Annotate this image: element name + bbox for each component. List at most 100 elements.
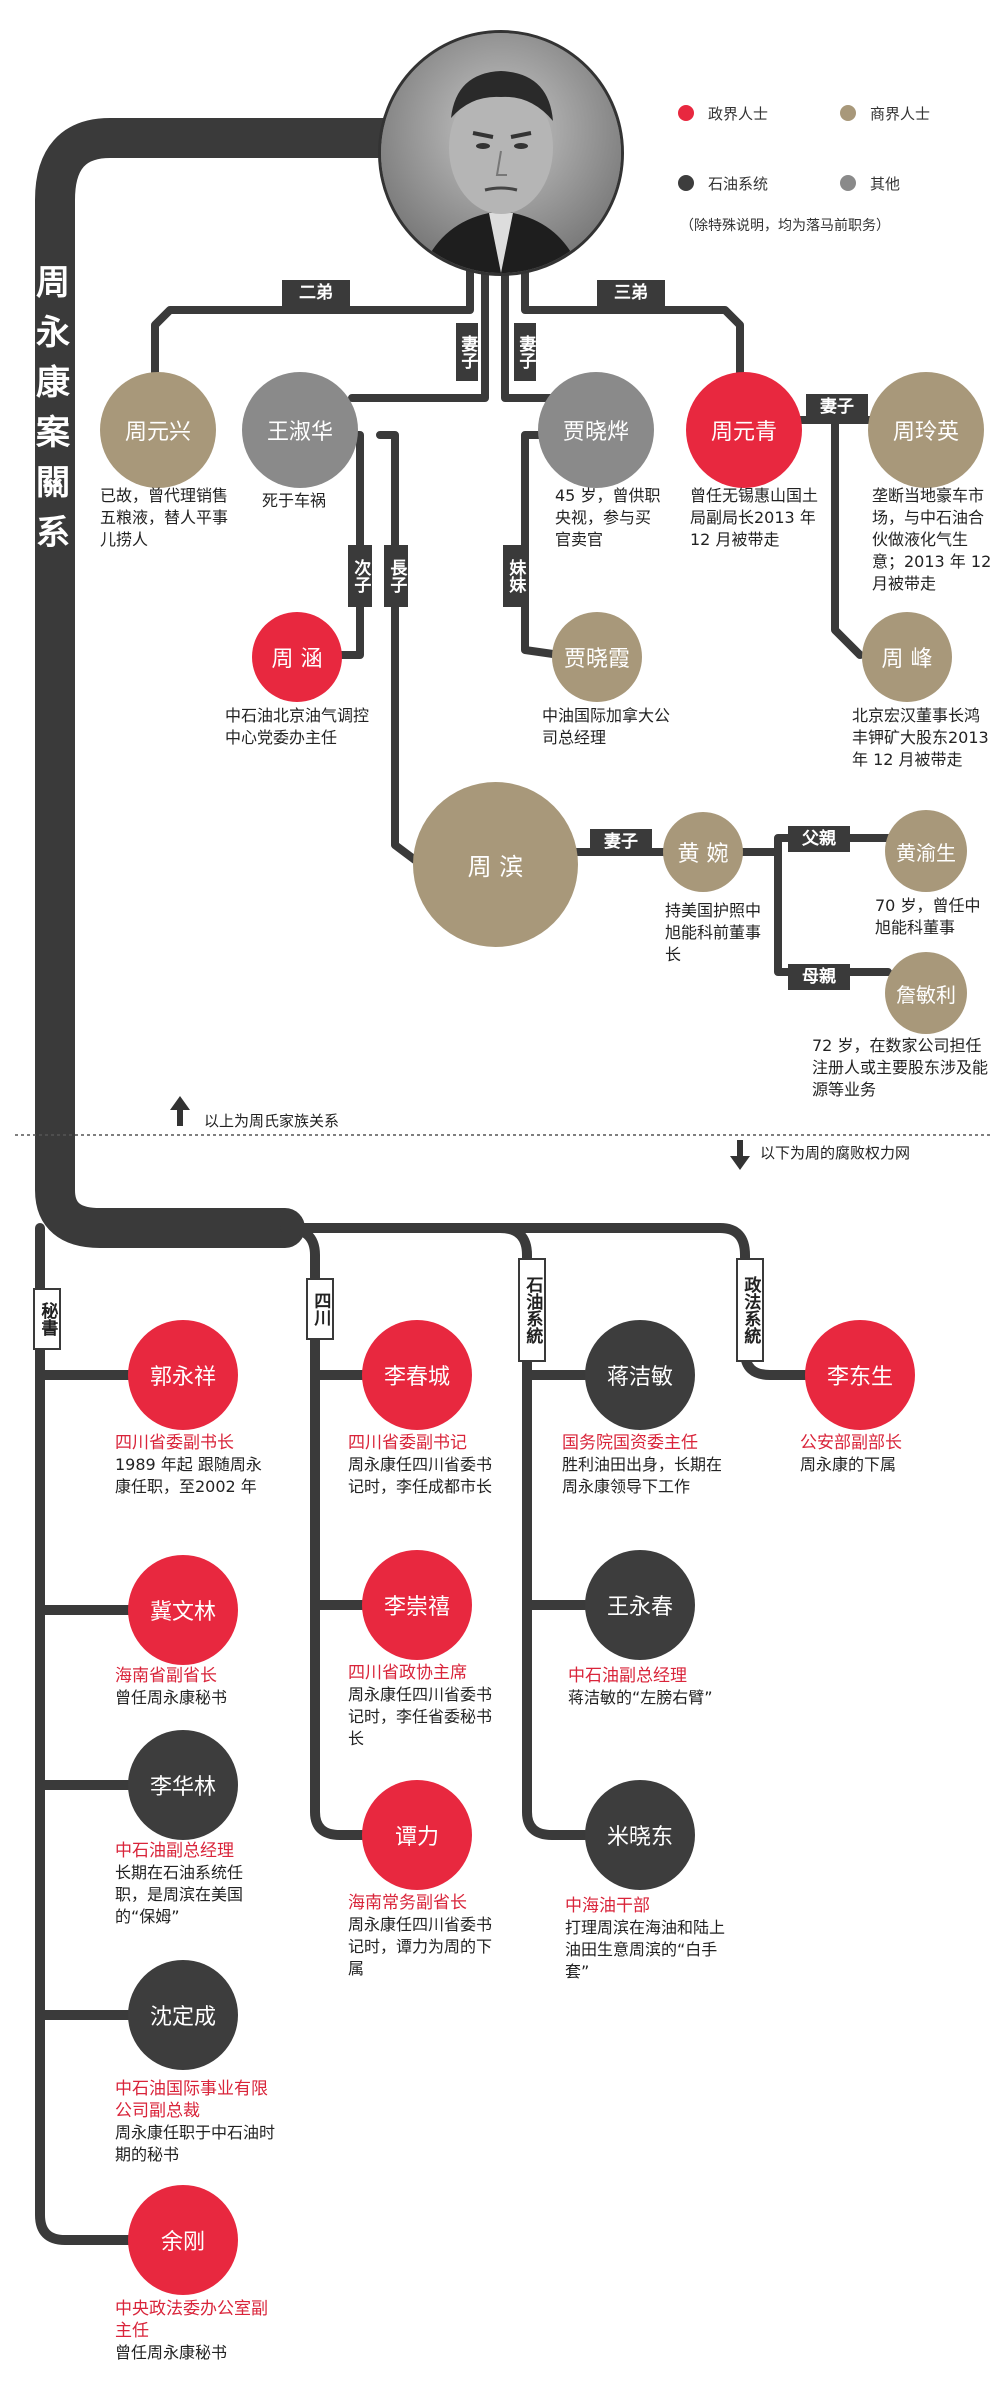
arrow-up-icon <box>170 1096 190 1126</box>
legend-dot-business <box>840 105 856 121</box>
desc-zhou-lingying: 垄断当地豪车市场，与中石油合伙做液化气生意；2013 年 12月被带走 <box>872 486 992 593</box>
zhou-feng-line <box>831 416 864 659</box>
title-char-5: 關 <box>36 463 70 503</box>
node-wang-shuhua: 王淑华 <box>242 372 358 488</box>
text-wang-yongchun: 蒋洁敏的“左膀右臂” <box>568 1688 713 1707</box>
text-yu-gang: 曾任周永康秘书 <box>115 2343 228 2362</box>
node-zhou-feng: 周 峰 <box>862 612 952 702</box>
divider-above-label: 以上为周氏家族关系 <box>204 1112 340 1130</box>
desc-mi-xiaodong: 中海油干部 打理周滨在海油和陆上油田生意周滨的“白手套” <box>565 1895 730 1983</box>
tag-secretary: 秘書 <box>33 1288 61 1350</box>
desc-zhou-yuanxing: 已故，曾代理销售五粮液，替人平事儿捞人 <box>100 486 229 549</box>
desc-jiang-jiemin: 国务院国资委主任 胜利油田出身，长期在周永康领导下工作 <box>562 1432 727 1498</box>
tag-father: 父親 <box>788 826 850 852</box>
role-li-chongxi: 四川省政协主席 <box>348 1663 467 1683</box>
brother2-line <box>151 261 474 376</box>
legend-label-other: 其他 <box>870 175 901 193</box>
desc-huang-yusheng: 70 岁，曾任中旭能科董事 <box>875 896 981 937</box>
role-wang-yongchun: 中石油副总经理 <box>568 1666 687 1686</box>
legend-dot-other <box>840 175 856 191</box>
text-tan-li: 周永康任四川省委书记时，谭力为周的下属 <box>348 1915 493 1978</box>
tag-second-son: 次子 <box>348 545 372 607</box>
text-mi-xiaodong: 打理周滨在海油和陆上油田生意周滨的“白手套” <box>565 1918 726 1981</box>
brother3-line <box>521 261 744 376</box>
desc-zhou-han: 中石油北京油气调控中心党委办主任 <box>225 706 370 747</box>
node-zhou-yuanqing: 周元青 <box>686 372 802 488</box>
desc-shen-dingcheng: 中石油国际事业有限公司副总裁 周永康任职于中石油时期的秘书 <box>115 2078 275 2166</box>
legend-label-politics: 政界人士 <box>708 105 769 123</box>
tag-law-system: 政法系統 <box>736 1258 764 1362</box>
desc-zhou-yuanqing: 曾任无锡惠山国土局副局长2013 年 12 月被带走 <box>690 486 819 549</box>
text-shen-dingcheng: 周永康任职于中石油时期的秘书 <box>115 2123 276 2164</box>
desc-tan-li: 海南常务副省长 周永康任四川省委书记时，谭力为周的下属 <box>348 1892 498 1980</box>
node-shen-dingcheng: 沈定成 <box>128 1960 238 2070</box>
node-li-chongxi: 李崇禧 <box>362 1550 472 1660</box>
title-char-1: 周 <box>36 263 70 303</box>
legend-dot-politics <box>678 105 694 121</box>
node-jiang-jiemin: 蒋洁敏 <box>585 1320 695 1430</box>
node-zhou-lingying: 周玲英 <box>868 372 984 488</box>
desc-jia-xiaoxia: 中油国际加拿大公司总经理 <box>542 706 671 747</box>
node-wang-yongchun: 王永春 <box>585 1550 695 1660</box>
role-tan-li: 海南常务副省长 <box>348 1893 467 1913</box>
role-li-dongsheng: 公安部副部长 <box>800 1433 902 1453</box>
title-char-6: 系 <box>36 513 70 553</box>
node-yu-gang: 余刚 <box>128 2185 238 2295</box>
role-guo-yongxiang: 四川省委副书长 <box>115 1433 234 1453</box>
tag-oil-system: 石油系統 <box>518 1258 546 1362</box>
arrow-down-icon <box>730 1140 750 1170</box>
node-zhou-yuanxing: 周元兴 <box>100 372 216 488</box>
tag-wife-1: 妻子 <box>456 323 478 381</box>
legend-label-business: 商界人士 <box>870 105 931 123</box>
page-title: 周 永 康 案 關 系 <box>28 255 82 575</box>
tag-sister: 妹妹 <box>503 545 527 607</box>
role-ji-wenlin: 海南省副省长 <box>115 1666 217 1686</box>
title-char-4: 案 <box>36 413 70 453</box>
title-char-3: 康 <box>36 363 70 403</box>
desc-li-chongxi: 四川省政协主席 周永康任四川省委书记时，李任省委秘书长 <box>348 1662 498 1750</box>
tag-brother-3: 三弟 <box>597 280 665 306</box>
desc-wang-yongchun: 中石油副总经理 蒋洁敏的“左膀右臂” <box>568 1665 718 1709</box>
tag-wife-zhou-bin: 妻子 <box>590 829 652 855</box>
mother-line <box>774 848 892 976</box>
node-jia-xiaoxia: 贾晓霞 <box>552 612 642 702</box>
node-li-dongsheng: 李东生 <box>805 1320 915 1430</box>
main-spine <box>35 118 405 1248</box>
eldest-son-line <box>376 431 419 864</box>
role-li-chuncheng: 四川省委副书记 <box>348 1433 467 1453</box>
legend: 政界人士 商界人士 石油系统 其他 （除特殊说明，均为落马前职务） <box>660 95 990 245</box>
tag-wife-2: 妻子 <box>514 323 536 381</box>
tag-brother-2: 二弟 <box>282 280 350 306</box>
role-yu-gang: 中央政法委办公室副主任 <box>115 2299 268 2341</box>
divider-below-label: 以下为周的腐败权力网 <box>760 1144 911 1162</box>
desc-wang-shuhua: 死于车祸 <box>262 491 327 510</box>
text-ji-wenlin: 曾任周永康秘书 <box>115 1688 228 1707</box>
node-ji-wenlin: 冀文林 <box>128 1555 238 1665</box>
tag-wife-zhou-yuanqing: 妻子 <box>806 394 868 420</box>
role-jiang-jiemin: 国务院国资委主任 <box>562 1433 698 1453</box>
node-zhan-minli: 詹敏利 <box>885 952 967 1034</box>
node-jia-xiaoye: 贾晓烨 <box>538 372 654 488</box>
desc-jia-xiaoye: 45 岁，曾供职央视，参与买官卖官 <box>555 486 661 549</box>
text-li-dongsheng: 周永康的下属 <box>800 1455 897 1474</box>
node-guo-yongxiang: 郭永祥 <box>128 1320 238 1430</box>
desc-huang-wan: 持美国护照中旭能科前董事长 <box>665 901 762 964</box>
text-jiang-jiemin: 胜利油田出身，长期在周永康领导下工作 <box>562 1455 723 1496</box>
desc-guo-yongxiang: 四川省委副书长 1989 年起 跟随周永康任职，至2002 年 <box>115 1432 265 1498</box>
zhou-yongkang-portrait <box>378 30 624 276</box>
desc-li-dongsheng: 公安部副部长 周永康的下属 <box>800 1432 950 1476</box>
legend-note: （除特殊说明，均为落马前职务） <box>680 218 890 234</box>
desc-yu-gang: 中央政法委办公室副主任 曾任周永康秘书 <box>115 2298 280 2364</box>
portrait-image <box>381 33 621 273</box>
node-li-hualin: 李华林 <box>128 1730 238 1840</box>
title-char-2: 永 <box>36 313 70 353</box>
role-mi-xiaodong: 中海油干部 <box>565 1896 650 1916</box>
desc-li-hualin: 中石油副总经理 长期在石油系统任职，是周滨在美国的“保姆” <box>115 1840 265 1928</box>
node-mi-xiaodong: 米晓东 <box>585 1780 695 1890</box>
tag-eldest-son: 長子 <box>384 545 408 607</box>
desc-li-chuncheng: 四川省委副书记 周永康任四川省委书记时，李任成都市长 <box>348 1432 498 1498</box>
secretary-branch <box>35 1223 133 2245</box>
desc-zhan-minli: 72 岁，在数家公司担任注册人或主要股东涉及能源等业务 <box>812 1036 989 1099</box>
node-huang-wan: 黄 婉 <box>663 812 743 892</box>
